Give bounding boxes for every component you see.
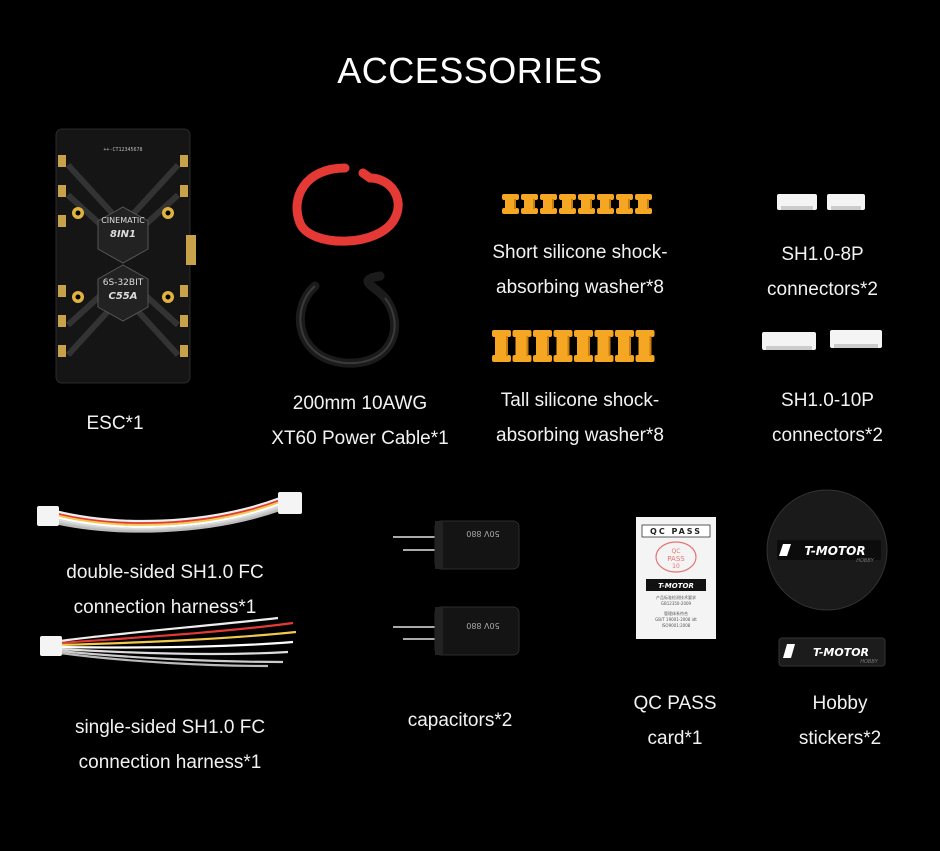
qc-fine-3: 管理体系符合 [664,610,688,616]
washer [574,330,593,362]
washer [594,330,614,362]
sticker-rect-sub: HOBBY [860,659,878,665]
hobby-stickers-label: Hobby stickers*2 [798,693,882,749]
page-title: ACCESSORIES [337,50,603,91]
washer [502,194,519,214]
qc-fine-2: GB12350-2009 [661,601,692,606]
capacitor-2-print: 50V 880 [466,621,499,630]
sh8-label: SH1.0-8P connectors*2 [767,244,878,300]
qc-fine-5: ISO9001:2008 [662,623,691,628]
washer [492,330,511,362]
qc-stamp-line-2: PASS [667,555,685,563]
single-harness-label: single-sided SH1.0 FC connection harness… [74,717,266,773]
qc-fine-1: 产品标准检测技术要求 [656,594,696,600]
sticker-rect-brand: T-MOTOR [813,646,869,659]
sticker-round-brand: T-MOTOR [804,544,865,558]
esc-serial: ++-CT12345678 [103,147,142,153]
qc-stamp-line-3: 10 [672,563,680,570]
washer [512,330,532,362]
qc-fine-4: GB/T 19001-2008 idt [655,617,697,622]
washer [635,194,652,214]
short-washer-label: Short silicone shock- absorbing washer*8 [492,242,668,298]
qc-card-label: QC PASS card*1 [633,693,717,749]
double-harness-label: double-sided SH1.0 FC connection harness… [66,562,264,618]
esc-print-line-2: 8IN1 [110,229,136,240]
washer [540,194,557,214]
tall-washer-label: Tall silicone shock- absorbing washer*8 [496,390,664,446]
capacitors-label: capacitors*2 [407,710,513,731]
washer [616,194,633,214]
sticker-round-sub: HOBBY [856,558,874,564]
capacitor-1-print: 50V 880 [466,529,499,538]
qc-card-header: QC PASS [650,527,702,536]
power-cable-label: 200mm 10AWG XT60 Power Cable*1 [271,393,449,449]
esc-label: ESC*1 [86,413,144,434]
washer [553,330,573,362]
washer [615,330,634,362]
esc-print-line-4: C55A [109,291,138,302]
washer [578,194,595,214]
sh10-label: SH1.0-10P connectors*2 [772,390,883,446]
washer [597,194,614,214]
washer [521,194,538,214]
esc-print-line-1: CINEMATIC [101,216,145,225]
qc-card-brand: T-MOTOR [658,582,694,590]
washer [533,330,552,362]
washer [559,194,576,214]
esc-print-line-3: 6S-32BIT [103,278,144,288]
qc-stamp-line-1: QC [672,548,681,555]
washer [635,330,655,362]
